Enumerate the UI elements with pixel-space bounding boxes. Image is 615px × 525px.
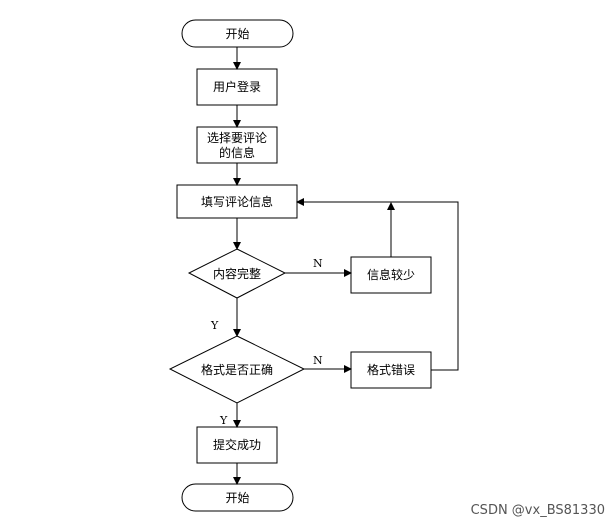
login-label: 用户登录 — [213, 79, 261, 94]
edge-label-format-no: N — [313, 354, 323, 367]
fill-review-process: 填写评论信息 — [176, 184, 298, 219]
content-complete-decision: 内容完整 — [187, 248, 287, 299]
content-complete-label: 内容完整 — [213, 266, 261, 281]
start-terminator: 开始 — [181, 19, 294, 48]
format-check-label: 格式是否正确 — [201, 362, 273, 377]
start-label: 开始 — [225, 27, 249, 41]
login-process: 用户登录 — [196, 68, 278, 106]
watermark: CSDN @vx_BS81330 — [471, 503, 605, 518]
end-terminator: 开始 — [181, 483, 294, 512]
submit-success-process: 提交成功 — [196, 426, 278, 464]
arrow-format-error-loop — [296, 198, 459, 371]
fill-review-label: 填写评论信息 — [201, 194, 273, 209]
select-info-label-line1: 选择要评论 — [207, 131, 267, 145]
format-error-label: 格式错误 — [367, 362, 415, 377]
select-info-label-line2: 的信息 — [219, 145, 255, 160]
end-label: 开始 — [225, 491, 249, 505]
edge-label-complete-yes: Y — [210, 319, 219, 332]
format-error-process: 格式错误 — [350, 351, 432, 389]
connectors — [233, 47, 459, 485]
edge-label-format-yes: Y — [219, 414, 228, 427]
too-little-info-process: 信息较少 — [350, 256, 432, 294]
format-check-decision: 格式是否正确 — [168, 335, 306, 404]
too-little-info-label: 信息较少 — [367, 267, 415, 282]
edge-label-complete-no: N — [313, 257, 323, 270]
select-info-process: 选择要评论 的信息 — [196, 126, 278, 164]
submit-success-label: 提交成功 — [213, 437, 261, 452]
